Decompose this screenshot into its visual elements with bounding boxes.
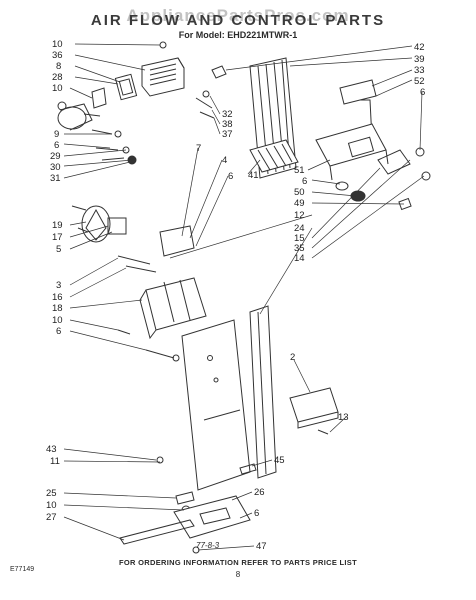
callout-6: 6 — [56, 326, 61, 337]
callout-43: 43 — [46, 444, 57, 455]
evaporator-cover-part — [139, 277, 207, 340]
callout-37: 37 — [222, 129, 233, 140]
bracket-part — [91, 87, 107, 109]
callout-24: 24 — [294, 223, 305, 234]
callout-47: 47 — [256, 541, 267, 552]
callout-10: 10 — [52, 83, 63, 94]
callout-25: 25 — [46, 488, 57, 499]
callout-49: 49 — [294, 198, 305, 209]
callout-42: 42 — [414, 42, 425, 53]
gasket-part — [114, 73, 138, 101]
callout-45: 45 — [274, 455, 285, 466]
air-channel-part — [249, 305, 277, 479]
callout-50: 50 — [294, 187, 305, 198]
callout-36: 36 — [52, 50, 63, 61]
callout-6: 6 — [420, 87, 425, 98]
knob-part — [211, 65, 227, 79]
callout-39: 39 — [414, 54, 425, 65]
callout-51: 51 — [294, 165, 305, 176]
callout-2: 2 — [290, 352, 295, 363]
callout-6: 6 — [302, 176, 307, 187]
callout-27: 27 — [46, 512, 57, 523]
screw-part — [159, 41, 167, 49]
callout-14: 14 — [294, 253, 305, 264]
callout-19: 19 — [52, 220, 63, 231]
callout-6: 6 — [228, 171, 233, 182]
callout-41: 41 — [248, 170, 259, 181]
callout-4: 4 — [222, 155, 227, 166]
callout-9: 9 — [54, 129, 59, 140]
callout-3: 3 — [56, 280, 61, 291]
callout-7: 7 — [196, 143, 201, 154]
callout-32: 32 — [222, 109, 233, 120]
callout-16: 16 — [52, 292, 63, 303]
callout-28: 28 — [52, 72, 63, 83]
callout-35: 35 — [294, 243, 305, 254]
callout-8: 8 — [56, 61, 61, 72]
callout-38: 38 — [222, 119, 233, 130]
damper-housing-part — [141, 57, 185, 97]
damper-motor-part — [57, 101, 101, 131]
callout-10: 10 — [52, 39, 63, 50]
ordering-note: FOR ORDERING INFORMATION REFER TO PARTS … — [119, 558, 357, 567]
callout-26: 26 — [254, 487, 265, 498]
rear-air-panel-part — [181, 319, 251, 491]
callout-6: 6 — [54, 140, 59, 151]
control-box-part — [289, 387, 339, 429]
callout-15: 15 — [294, 233, 305, 244]
control-housing-part — [315, 123, 389, 181]
callout-52: 52 — [414, 76, 425, 87]
callout-5: 5 — [56, 244, 61, 255]
grille-part — [249, 139, 299, 173]
drain-trough-part — [173, 495, 251, 539]
callout-12: 12 — [294, 210, 305, 221]
lamp-socket-part — [335, 181, 349, 191]
callout-30: 30 — [50, 162, 61, 173]
diagram-title: AIR FLOW AND CONTROL PARTS — [90, 12, 386, 29]
callout-10: 10 — [46, 500, 57, 511]
mounting-bracket-part — [159, 225, 195, 257]
callout-13: 13 — [338, 412, 349, 423]
callout-29: 29 — [50, 151, 61, 162]
callout-33: 33 — [414, 65, 425, 76]
callout-18: 18 — [52, 303, 63, 314]
drawing-signature: 77-8-3 — [196, 541, 220, 550]
watermark: AppliancePartsPros.com — [126, 6, 350, 25]
callout-6: 6 — [254, 508, 259, 519]
callout-11: 11 — [50, 456, 60, 467]
fan-motor-part — [71, 205, 127, 243]
callout-17: 17 — [52, 232, 63, 243]
callout-10: 10 — [52, 315, 63, 326]
document-code: E77149 — [10, 566, 35, 573]
model-label: For Model: EHD221MTWR-1 — [178, 30, 298, 40]
screw-set — [91, 129, 125, 161]
page-number: 8 — [235, 570, 241, 579]
callout-31: 31 — [50, 173, 61, 184]
